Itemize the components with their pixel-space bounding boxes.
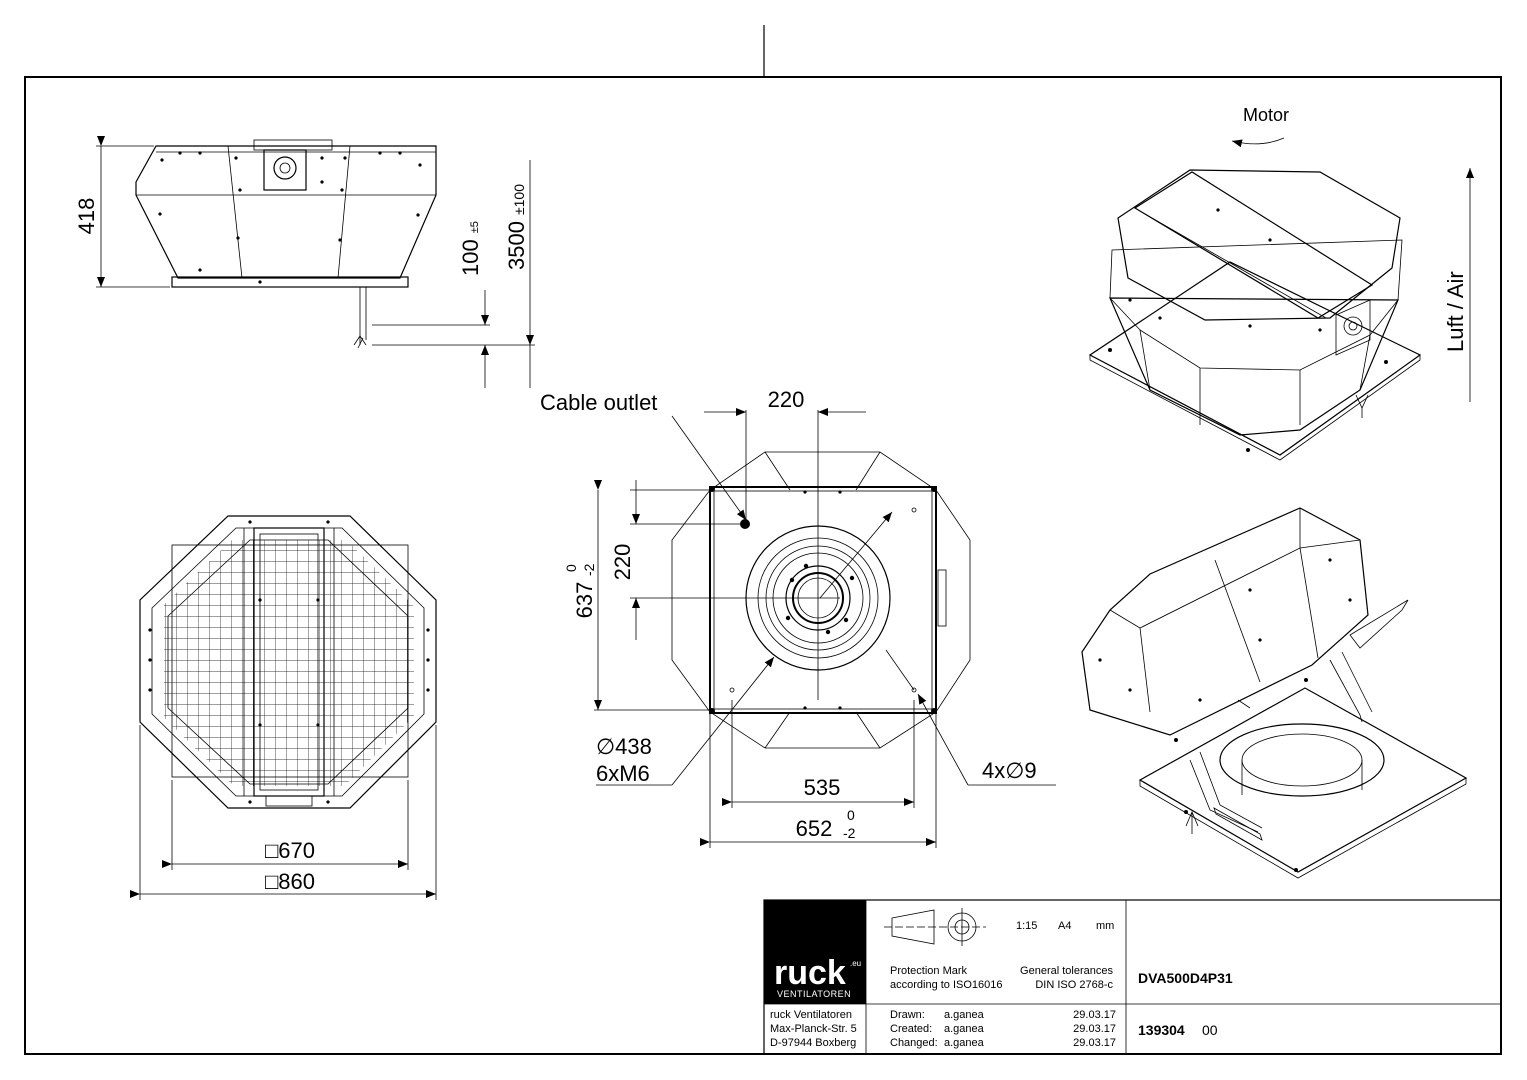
top-view: □670 □860 [130, 515, 437, 900]
scale: 1:15 [1016, 920, 1037, 932]
protection-mark: Protection Mark [890, 965, 968, 977]
created-label: Created: [890, 1023, 932, 1035]
svg-text:ruck: ruck [774, 954, 846, 992]
dim-670: □670 [265, 838, 315, 863]
svg-text:.eu: .eu [850, 959, 861, 968]
dim-220-side: 220 [610, 544, 635, 581]
company-name: ruck Ventilatoren [770, 1009, 852, 1021]
dim-220-top: 220 [768, 387, 805, 412]
changed-by: a.ganea [944, 1037, 985, 1049]
svg-text:VENTILATOREN: VENTILATOREN [777, 989, 851, 999]
drawn-label: Drawn: [890, 1009, 925, 1021]
drawn-by: a.ganea [944, 1009, 985, 1021]
svg-text:-2: -2 [843, 825, 856, 841]
cable-outlet-label: Cable outlet [540, 390, 657, 415]
dim-100: 100±5 [458, 221, 483, 276]
motor-label: Motor [1243, 105, 1289, 125]
svg-text:637: 637 [572, 582, 597, 619]
dim-438: ∅438 [596, 734, 652, 759]
dim-535: 535 [804, 775, 841, 800]
drawn-date: 29.03.17 [1073, 1009, 1116, 1021]
bottom-view: 220 220 637 0 -2 Cable outlet ∅438 6xM6 … [540, 387, 1056, 848]
paper-format: A4 [1058, 920, 1071, 932]
dim-860: □860 [265, 869, 315, 894]
hole-spec: 4x∅9 [982, 758, 1037, 783]
drawing-frame [24, 76, 1502, 1055]
svg-text:0: 0 [563, 564, 579, 572]
unit: mm [1096, 920, 1114, 932]
svg-text:652: 652 [796, 816, 833, 841]
dim-652: 652 0 -2 [796, 807, 856, 841]
changed-date: 29.03.17 [1073, 1037, 1116, 1049]
revision: 00 [1202, 1022, 1218, 1038]
dim-637: 637 0 -2 [563, 563, 597, 618]
dim-3500: 3500±100 [504, 184, 529, 270]
drawing-number: 139304 [1138, 1022, 1185, 1038]
svg-text:-2: -2 [581, 563, 597, 576]
created-date: 29.03.17 [1073, 1023, 1116, 1035]
side-view: 418 100±5 3500±100 [74, 136, 535, 388]
air-flow-label: Luft / Air [1443, 271, 1468, 352]
isometric-view-closed: Motor Luft / Air [1088, 105, 1474, 461]
product-code: DVA500D4P31 [1138, 970, 1233, 986]
protection-standard: according to ISO16016 [890, 979, 1003, 991]
tolerance-standard: DIN ISO 2768-c [1035, 979, 1113, 991]
company-city: D-97944 Boxberg [770, 1037, 856, 1049]
bolt-spec: 6xM6 [596, 761, 650, 786]
isometric-view-open [1081, 507, 1468, 879]
created-by: a.ganea [944, 1023, 985, 1035]
dim-418: 418 [74, 198, 99, 235]
projection-symbol-icon [884, 908, 986, 946]
title-block: ruck .eu VENTILATOREN 1:15 A4 mm Protect… [763, 899, 1502, 1055]
svg-text:0: 0 [847, 807, 855, 823]
general-tolerances: General tolerances [1020, 965, 1113, 977]
company-street: Max-Planck-Str. 5 [770, 1023, 857, 1035]
ruck-logo: ruck .eu VENTILATOREN [774, 954, 861, 999]
changed-label: Changed: [890, 1037, 938, 1049]
